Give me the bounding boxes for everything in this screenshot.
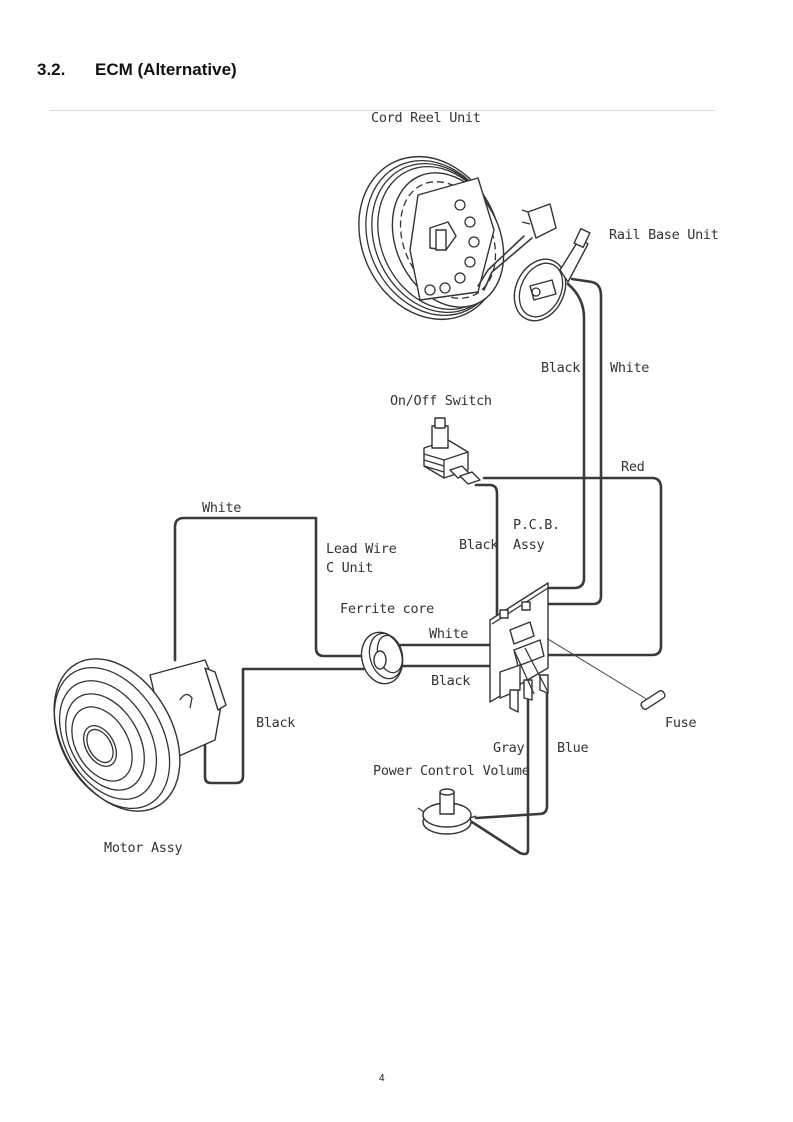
cord-reel-unit xyxy=(358,155,557,321)
label-wire-volume-blue: Blue xyxy=(557,740,588,756)
label-ferrite-core: Ferrite core xyxy=(340,601,434,617)
label-wire-switch-red: Red xyxy=(621,459,644,475)
section-title: ECM (Alternative) xyxy=(95,60,237,79)
label-lead-wire-1: Lead Wire xyxy=(326,541,397,557)
page-number: 4 xyxy=(379,1073,385,1084)
wire-motor-white xyxy=(173,516,372,662)
wire-volume-gray xyxy=(470,684,530,856)
wire-switch-red xyxy=(482,476,663,657)
label-wire-motor-white: White xyxy=(202,500,241,516)
pcb-assy xyxy=(489,582,549,713)
fuse-component xyxy=(640,690,666,710)
label-rail-base-unit: Rail Base Unit xyxy=(609,227,719,243)
rail-base-unit xyxy=(513,227,591,322)
wire-rail-white xyxy=(546,277,603,606)
ferrite-core xyxy=(360,631,404,685)
section-number: 3.2. xyxy=(37,60,66,79)
label-wire-ferrite-white: White xyxy=(429,626,468,642)
label-cord-reel-unit: Cord Reel Unit xyxy=(371,110,481,126)
label-wire-switch-black: Black xyxy=(459,537,498,553)
label-wire-rail-black: Black xyxy=(541,360,580,376)
on-off-switch xyxy=(423,417,481,485)
label-wire-rail-white: White xyxy=(610,360,649,376)
label-wire-ferrite-black: Black xyxy=(431,673,470,689)
wire-volume-blue xyxy=(474,684,549,820)
label-wire-volume-gray: Gray xyxy=(493,740,524,756)
label-pcb-assy-2: Assy xyxy=(513,537,544,553)
label-motor-assy: Motor Assy xyxy=(104,840,182,856)
wire-switch-black xyxy=(474,483,499,622)
label-fuse: Fuse xyxy=(665,715,696,731)
label-wire-motor-black: Black xyxy=(256,715,295,731)
wire-motor-black xyxy=(203,667,374,785)
label-power-control-volume: Power Control Volume xyxy=(373,763,530,779)
wire-rail-black xyxy=(546,282,586,590)
divider xyxy=(50,110,715,111)
power-control-volume xyxy=(417,788,477,835)
labels: Cord Reel Unit Rail Base Unit Black Whit… xyxy=(104,110,719,856)
section-heading: 3.2. ECM (Alternative) xyxy=(37,60,237,80)
label-pcb-assy-1: P.C.B. xyxy=(513,517,560,533)
label-on-off-switch: On/Off Switch xyxy=(390,393,492,409)
label-lead-wire-2: C Unit xyxy=(326,560,373,576)
motor-assy xyxy=(53,658,227,812)
